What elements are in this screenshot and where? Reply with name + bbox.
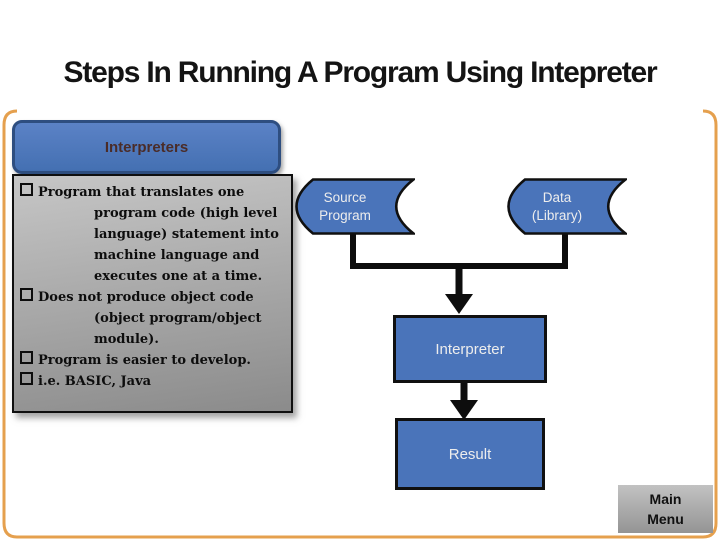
bullet-text: i.e. BASIC, Java [38, 374, 152, 389]
source-program-label: Source Program [293, 178, 397, 235]
square-bullet-icon [20, 372, 33, 385]
main-menu-line-2: Menu [647, 511, 684, 527]
square-bullet-icon [20, 351, 33, 364]
square-bullet-icon [20, 183, 33, 196]
interpreters-heading-label: Interpreters [104, 138, 189, 156]
bullet-item: i.e. BASIC, Java [20, 371, 289, 392]
data-library-shape: Data (Library) [505, 178, 630, 235]
square-bullet-icon [20, 288, 33, 301]
merge-connector-line [350, 230, 568, 269]
bullet-text: Program that translates one program code… [38, 185, 279, 284]
source-line-1: Source [323, 189, 367, 205]
bullet-item: Program is easier to develop. [20, 350, 289, 371]
interpreter-box: Interpreter [393, 315, 547, 383]
page-title: Steps In Running A Program Using Intepre… [63, 56, 658, 89]
data-line-2: (Library) [531, 207, 583, 223]
bullet-text: Program is easier to develop. [38, 353, 251, 368]
bullet-text: Does not produce object code (object pro… [38, 290, 262, 347]
main-menu-line-1: Main [649, 490, 682, 507]
interpreters-heading-box: Interpreters [12, 120, 281, 174]
main-menu-button[interactable]: Main Menu [618, 485, 713, 533]
data-library-label: Data (Library) [505, 178, 609, 235]
interpreter-label: Interpreter [435, 340, 505, 358]
down-arrow-icon [445, 294, 473, 314]
bullet-item: Does not produce object code (object pro… [20, 287, 289, 350]
data-line-1: Data [542, 189, 572, 205]
bullet-item: Program that translates one program code… [20, 182, 289, 287]
result-label: Result [448, 445, 492, 463]
notes-panel: Program that translates one program code… [12, 174, 293, 413]
source-program-shape: Source Program [293, 178, 418, 235]
result-box: Result [395, 418, 545, 490]
down-arrow-icon [450, 400, 478, 420]
source-line-2: Program [319, 207, 371, 223]
